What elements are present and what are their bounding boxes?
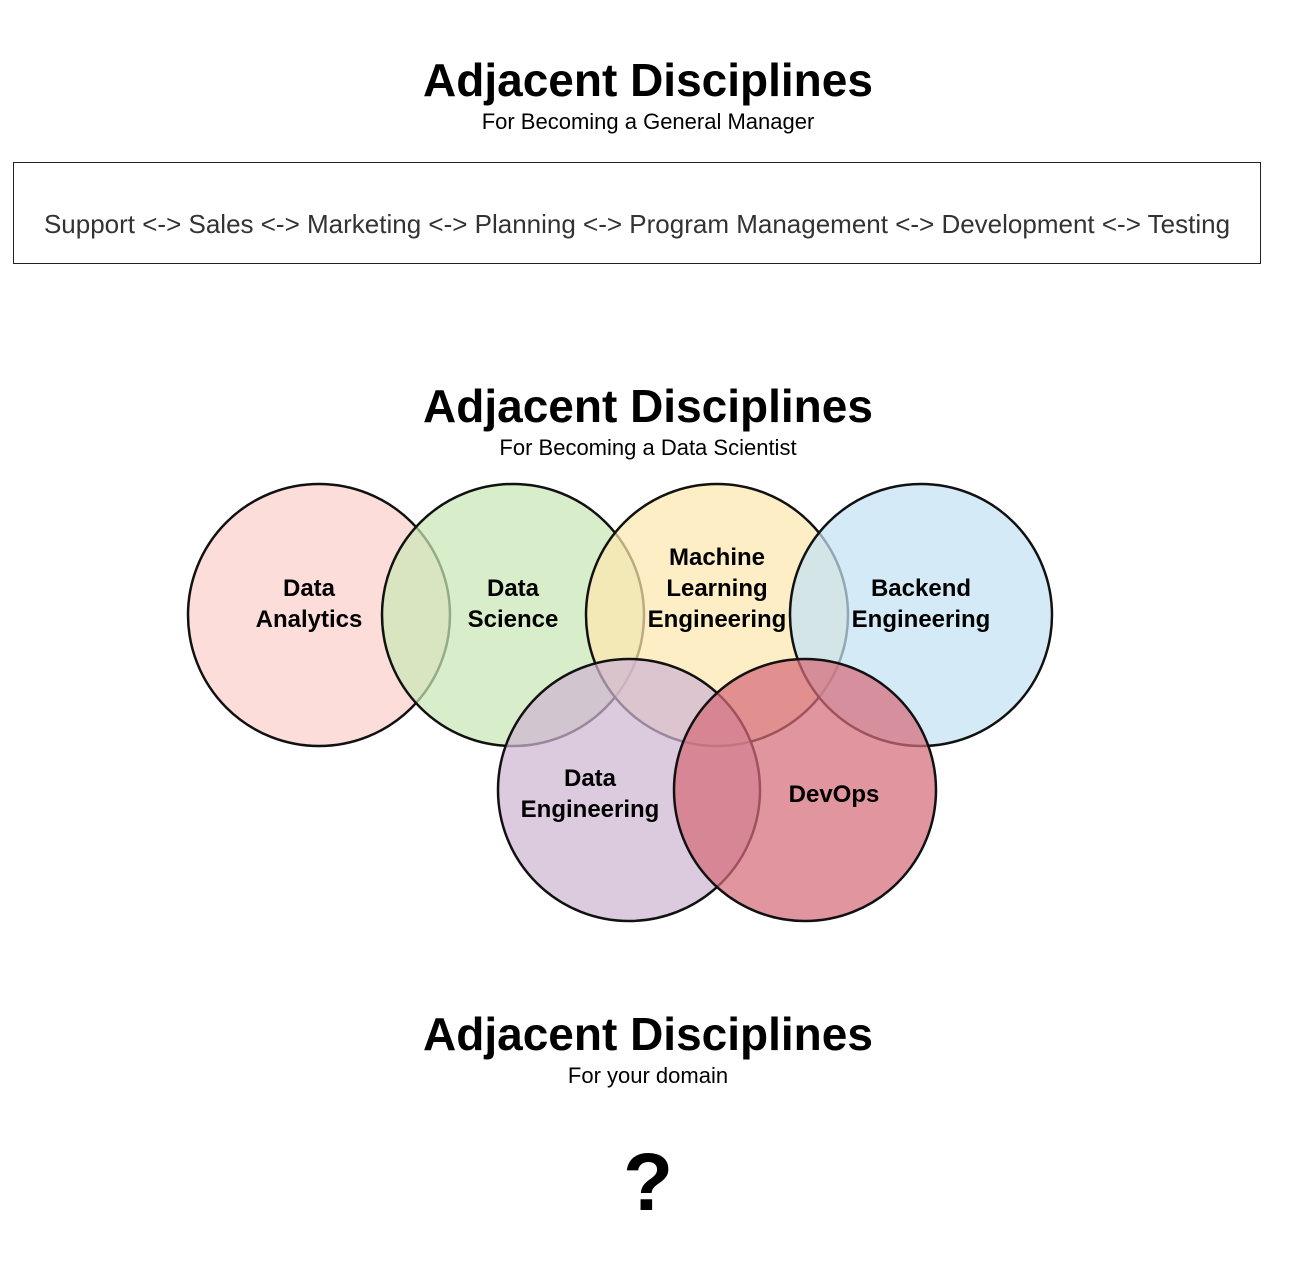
discipline-chain-box: Support <-> Sales <-> Marketing <-> Plan… (13, 162, 1261, 264)
discipline-chain-text: Support <-> Sales <-> Marketing <-> Plan… (43, 208, 1231, 239)
venn-label-devops: DevOps (789, 781, 880, 808)
section-subtitle: For Becoming a General Manager (481, 109, 815, 134)
section-title: Adjacent Disciplines (423, 380, 873, 432)
venn-circle-devops (672, 657, 938, 923)
section-subtitle: For your domain (567, 1063, 729, 1088)
section-title: Adjacent Disciplines (423, 54, 873, 106)
section-subtitle: For Becoming a Data Scientist (499, 435, 797, 460)
question-mark: ? (622, 1137, 674, 1228)
section-title: Adjacent Disciplines (423, 1008, 873, 1060)
